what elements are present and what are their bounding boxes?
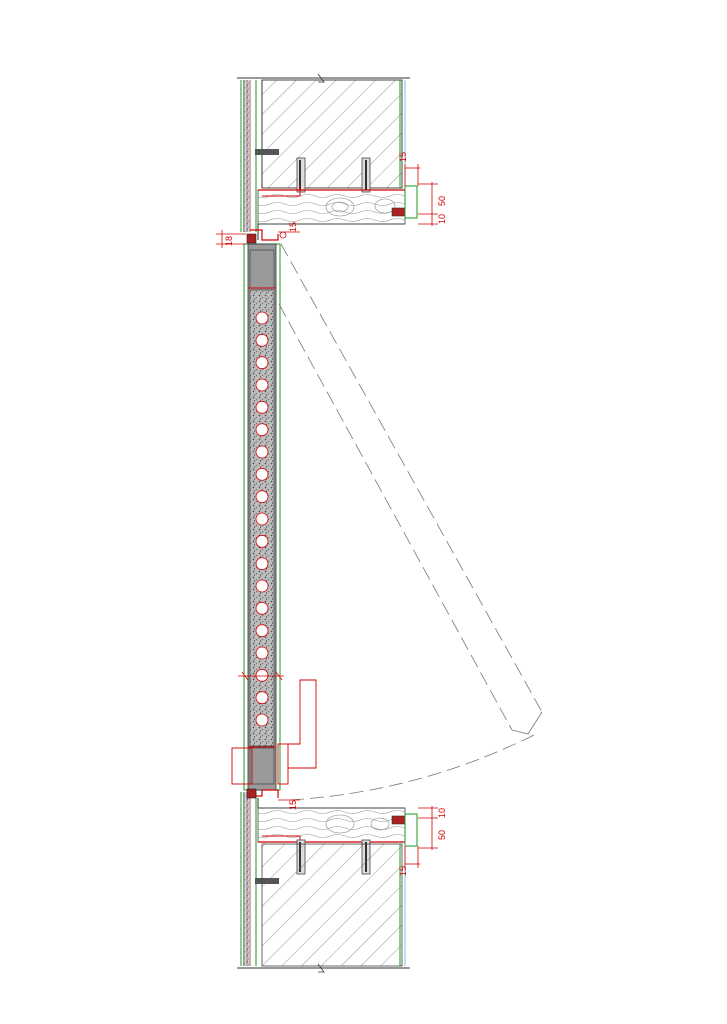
core-hole	[255, 512, 269, 526]
dim-bottom-right-15: 15	[398, 866, 408, 876]
core-hole	[255, 713, 269, 727]
core-hole	[255, 333, 269, 347]
door-leaf	[243, 243, 281, 791]
dim-top-jamb-15: 15	[288, 222, 298, 232]
dim-bottom-right-10: 10	[437, 808, 447, 818]
core-hole	[255, 646, 269, 660]
core-hole	[255, 668, 269, 682]
exterior-finish-layers	[240, 80, 263, 966]
core-hole	[255, 534, 269, 548]
core-hole	[255, 311, 269, 325]
dim-top-right-15: 15	[398, 152, 408, 162]
dim-bottom-jamb-15: 15	[288, 800, 298, 810]
core-hole	[255, 601, 269, 615]
core-hole	[255, 579, 269, 593]
core-hole	[255, 467, 269, 481]
core-hole	[255, 490, 269, 504]
door-core-holes	[255, 311, 269, 727]
dim-top-right-50: 50	[437, 196, 447, 206]
bottom-wall-block	[237, 843, 410, 973]
bottom-frame-jamb	[246, 788, 418, 847]
door-swing-path	[278, 243, 543, 801]
core-hole	[255, 356, 269, 370]
dimensions	[216, 164, 438, 868]
core-hole	[255, 557, 269, 571]
door-handle	[231, 671, 317, 785]
top-frame-jamb	[246, 185, 418, 244]
core-hole	[255, 624, 269, 638]
core-hole	[255, 400, 269, 414]
dim-left-18: 18	[224, 236, 234, 246]
dim-top-right-10: 10	[437, 214, 447, 224]
dim-bottom-right-50: 50	[437, 830, 447, 840]
core-hole	[255, 378, 269, 392]
core-hole	[255, 445, 269, 459]
top-wall-block	[237, 73, 410, 189]
core-hole	[255, 423, 269, 437]
core-hole	[255, 691, 269, 705]
